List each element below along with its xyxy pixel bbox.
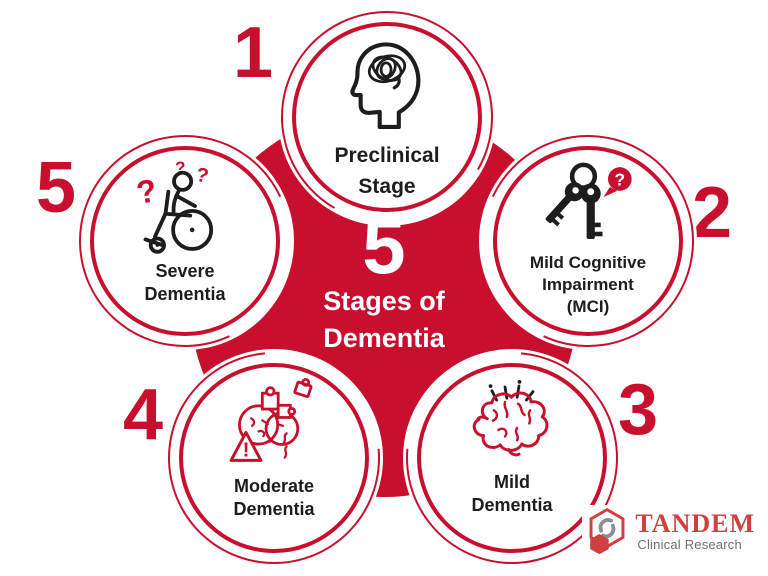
wheelchair-question-icon: ? ? ? [135, 160, 235, 256]
brand-tagline: Clinical Research [637, 537, 742, 552]
stage-circle-mild: Mild Dementia [417, 363, 607, 553]
question-mark-glyph: ? [175, 160, 185, 178]
stage-label-line: (MCI) [566, 297, 610, 316]
stage-label-line: Impairment [542, 275, 634, 294]
keys-question-icon: ? [538, 160, 638, 248]
stage-circle-mci: ? Mild Cognitive Impairment (MCI) [493, 146, 683, 336]
stage-label-line: Severe [155, 261, 215, 281]
stage-number-1: 1 [233, 13, 274, 93]
stage-number-4: 4 [123, 375, 164, 455]
brand-text: TANDEM Clinical Research [635, 509, 755, 553]
brand-logo: TANDEM Clinical Research [582, 505, 757, 558]
stage-label-line: Dementia [471, 495, 553, 515]
center-title-line1: Stages of [323, 286, 445, 316]
stage-number-2: 2 [692, 173, 733, 253]
brand-name: TANDEM [635, 509, 755, 538]
stage-circle-moderate: ! Moderate Dementia [179, 363, 369, 553]
question-mark-glyph: ? [615, 169, 626, 189]
center-title: 5 Stages of Dementia [284, 202, 484, 356]
hexagon-logo-icon [586, 507, 628, 556]
stage-label-mci: Mild Cognitive Impairment (MCI) [530, 252, 646, 318]
puzzle-brain-warning-icon: ! [225, 377, 323, 471]
stage-label-line: Mild [494, 472, 530, 492]
head-scribble-icon [346, 36, 428, 136]
stage-circle-preclinical: Preclinical Stage [292, 22, 482, 212]
stage-label-line: Dementia [233, 499, 315, 519]
stage-label-severe: Severe Dementia [144, 260, 225, 306]
stage-label-line: Stage [358, 175, 416, 198]
stage-label-moderate: Moderate Dementia [233, 475, 314, 521]
stage-label-mild: Mild Dementia [471, 471, 552, 517]
brain-sparks-icon [463, 377, 561, 467]
stage-label-line: Moderate [233, 476, 314, 496]
stage-number-3: 3 [618, 370, 659, 450]
question-mark-glyph: ? [135, 172, 160, 211]
exclamation-mark-glyph: ! [243, 439, 250, 462]
center-title-line2: Dementia [323, 323, 445, 353]
stage-label-line: Preclinical [334, 144, 440, 167]
question-mark-glyph: ? [194, 164, 211, 188]
stage-label-line: Dementia [144, 284, 226, 304]
stage-circle-severe: ? ? ? Severe Demen [90, 146, 280, 336]
stage-label-line: Mild Cognitive [529, 253, 647, 272]
stage-label-preclinical: Preclinical Stage [334, 140, 439, 202]
center-big-number: 5 [362, 202, 406, 290]
stage-number-5: 5 [36, 148, 77, 228]
